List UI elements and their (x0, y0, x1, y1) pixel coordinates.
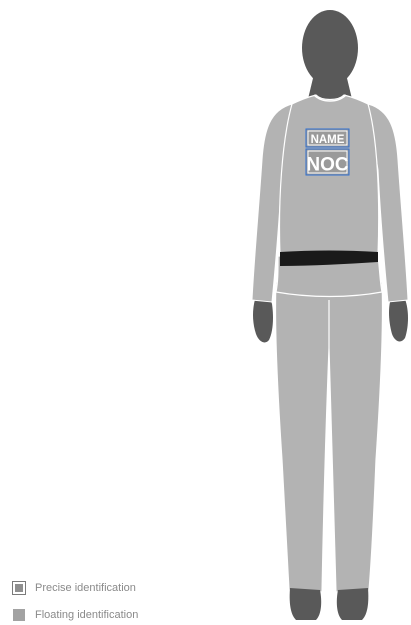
precise-swatch-icon (12, 581, 26, 595)
legend-precise-label: Precise identification (35, 582, 136, 594)
right-foot (337, 588, 369, 620)
legend-floating-identification: Floating identification (12, 609, 138, 621)
legend-floating-label: Floating identification (35, 609, 138, 621)
badge-name-text: NAME (311, 134, 345, 146)
badge-noc-text: NOC (306, 155, 349, 176)
floating-swatch-icon (13, 609, 25, 621)
left-foot (290, 588, 322, 620)
legend-precise-identification: Precise identification (12, 581, 136, 595)
name-badge: NAME (306, 129, 349, 147)
noc-badge: NOC (306, 149, 349, 176)
